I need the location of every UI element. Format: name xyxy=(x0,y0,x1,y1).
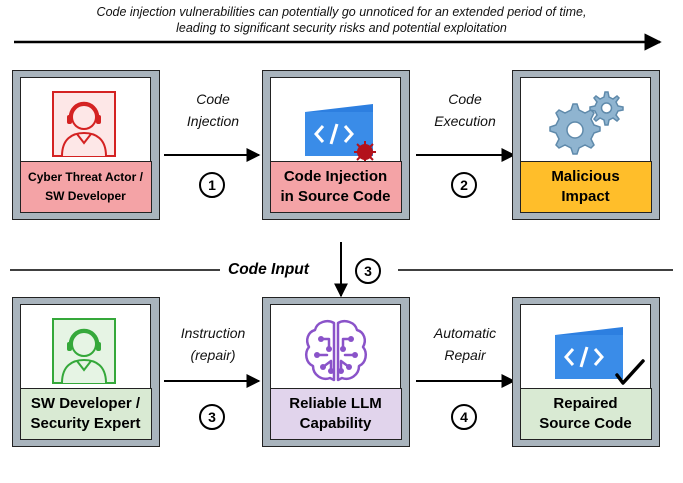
repaired-box: Repaired Source Code xyxy=(512,297,660,447)
actor-box: Cyber Threat Actor / SW Developer xyxy=(12,70,160,220)
brain-circuit-icon xyxy=(304,320,368,382)
injection-label: Code Injection in Source Code xyxy=(269,160,402,213)
llm-inner: Reliable LLM Capability xyxy=(269,304,402,440)
impact-inner: Malicious Impact xyxy=(519,77,652,213)
impact-box: Malicious Impact xyxy=(512,70,660,220)
gears-icon xyxy=(549,91,624,155)
developer-box: SW Developer / Security Expert xyxy=(12,297,160,447)
user-headset-icon xyxy=(52,318,116,384)
actor-label: Cyber Threat Actor / SW Developer xyxy=(19,160,152,213)
injection-box: Code Injection in Source Code xyxy=(262,70,410,220)
step-1-badge: 1 xyxy=(199,172,225,198)
actor-inner: Cyber Threat Actor / SW Developer xyxy=(19,77,152,213)
code-input-label: Code Input xyxy=(228,261,309,278)
step-2-badge: 2 xyxy=(451,172,477,198)
edge-label-instruction: Instruction (repair) xyxy=(180,325,246,363)
step-4-badge: 4 xyxy=(451,404,477,430)
caption-line-2: leading to significant security risks an… xyxy=(176,21,507,35)
code-window-malware-icon xyxy=(305,104,376,162)
code-window-check-icon xyxy=(555,327,645,385)
step-3-badge-code-input: 3 xyxy=(355,258,381,284)
repaired-inner: Repaired Source Code xyxy=(519,304,652,440)
repaired-label: Repaired Source Code xyxy=(519,387,652,440)
injection-inner: Code Injection in Source Code xyxy=(269,77,402,213)
caption-line-1: Code injection vulnerabilities can poten… xyxy=(96,5,587,19)
developer-inner: SW Developer / Security Expert xyxy=(19,304,152,440)
step-3-badge: 3 xyxy=(199,404,225,430)
developer-label: SW Developer / Security Expert xyxy=(19,387,152,440)
impact-label: Malicious Impact xyxy=(519,160,652,213)
llm-box: Reliable LLM Capability xyxy=(262,297,410,447)
edge-label-automatic-repair: Automatic Repair xyxy=(433,325,497,363)
user-headset-icon xyxy=(52,91,116,157)
llm-label: Reliable LLM Capability xyxy=(269,387,402,440)
edge-label-code-execution: Code Execution xyxy=(434,91,496,129)
edge-label-code-injection: Code Injection xyxy=(186,91,240,129)
